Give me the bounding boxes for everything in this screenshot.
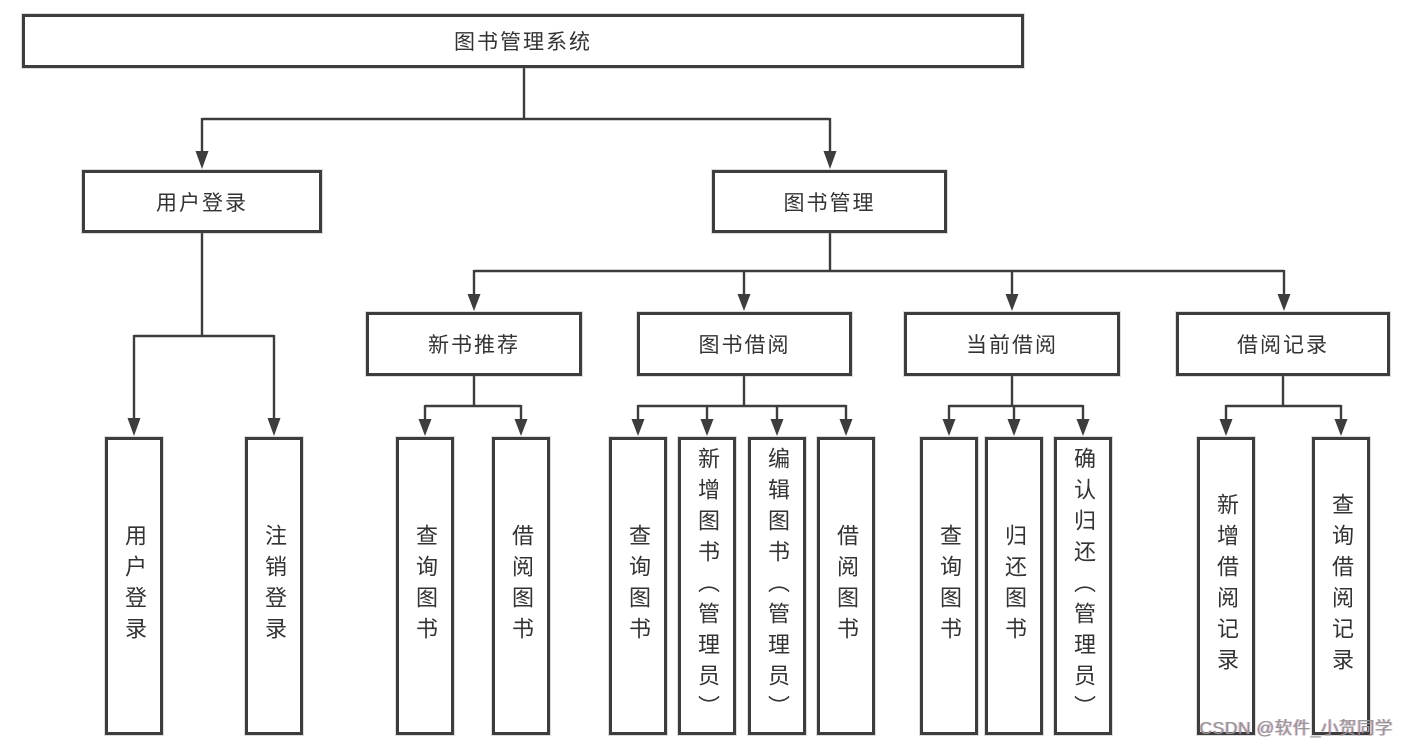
arrowhead-returnbook xyxy=(1007,419,1021,436)
arrowhead-newbookrec xyxy=(467,294,481,311)
arrowhead-querybook2 xyxy=(631,419,645,436)
arrowhead-queryrecord xyxy=(1334,419,1348,436)
leaf-borrow-book-1: 借阅图书 xyxy=(492,437,550,735)
leaf-logout: 注销登录 xyxy=(245,437,303,735)
node-new-book-recommend: 新书推荐 xyxy=(366,312,582,376)
arrowhead-borrowbook2 xyxy=(839,419,853,436)
node-book-borrow-label: 图书借阅 xyxy=(698,334,791,357)
node-user-login: 用户登录 xyxy=(82,170,322,233)
leaf-add-borrow-record: 新增借阅记录 xyxy=(1197,437,1255,735)
node-borrow-records-label: 借阅记录 xyxy=(1237,334,1329,357)
leaf-user-login: 用户登录 xyxy=(105,437,163,735)
node-current-borrow-label: 当前借阅 xyxy=(966,334,1058,357)
leaf-borrow-book-2: 借阅图书 xyxy=(817,437,875,735)
leaf-return-book: 归还图书 xyxy=(985,437,1043,735)
arrowhead-borrowrecords xyxy=(1277,294,1291,311)
leaf-query-book-1-label: 查询图书 xyxy=(413,524,438,648)
arrowhead-confirmreturn xyxy=(1076,419,1090,436)
arrowhead-leaf-userlogin xyxy=(127,418,141,436)
arrowhead-addrecord xyxy=(1219,419,1233,436)
node-new-book-recommend-label: 新书推荐 xyxy=(428,334,520,357)
leaf-query-borrow-record: 查询借阅记录 xyxy=(1312,437,1370,735)
node-user-login-label: 用户登录 xyxy=(156,191,248,215)
node-current-borrow: 当前借阅 xyxy=(904,312,1120,376)
leaf-query-book-2-label: 查询图书 xyxy=(626,524,651,648)
leaf-borrow-book-1-label: 借阅图书 xyxy=(509,524,534,648)
leaf-add-borrow-record-label: 新增借阅记录 xyxy=(1214,493,1239,679)
arrowhead-addbook xyxy=(700,419,714,436)
arrowhead-userlogin xyxy=(195,151,209,169)
arrowhead-bookmgmt xyxy=(823,151,837,169)
leaf-add-book: 新增图书（管理员） xyxy=(678,437,736,735)
arrowhead-leaf-logout xyxy=(267,418,281,436)
node-root: 图书管理系统 xyxy=(22,14,1024,68)
leaf-query-book-3: 查询图书 xyxy=(920,437,978,735)
leaf-add-book-label: 新增图书（管理员） xyxy=(695,446,720,726)
arrowhead-borrowbook1 xyxy=(514,419,528,436)
arrowhead-querybook3 xyxy=(942,419,956,436)
leaf-query-book-1: 查询图书 xyxy=(396,437,454,735)
arrowhead-editbook xyxy=(770,419,784,436)
leaf-borrow-book-2-label: 借阅图书 xyxy=(834,524,859,648)
leaf-logout-label: 注销登录 xyxy=(262,524,287,648)
arrowhead-bookborrow xyxy=(737,294,751,311)
node-root-label: 图书管理系统 xyxy=(454,31,592,54)
node-book-management: 图书管理 xyxy=(712,170,947,233)
leaf-user-login-label: 用户登录 xyxy=(122,524,147,648)
leaf-confirm-return-label: 确认归还（管理员） xyxy=(1071,446,1096,726)
node-book-borrow: 图书借阅 xyxy=(637,312,852,376)
node-borrow-records: 借阅记录 xyxy=(1176,312,1390,376)
arrowhead-querybook1 xyxy=(418,419,432,436)
leaf-edit-book-label: 编辑图书（管理员） xyxy=(765,446,790,726)
arrowhead-currentborrow xyxy=(1005,294,1019,311)
leaf-return-book-label: 归还图书 xyxy=(1002,524,1027,648)
leaf-edit-book: 编辑图书（管理员） xyxy=(748,437,806,735)
node-book-management-label: 图书管理 xyxy=(783,191,876,215)
leaf-query-book-3-label: 查询图书 xyxy=(937,524,962,648)
leaf-confirm-return: 确认归还（管理员） xyxy=(1054,437,1112,735)
leaf-query-book-2: 查询图书 xyxy=(609,437,667,735)
leaf-query-borrow-record-label: 查询借阅记录 xyxy=(1329,493,1354,679)
